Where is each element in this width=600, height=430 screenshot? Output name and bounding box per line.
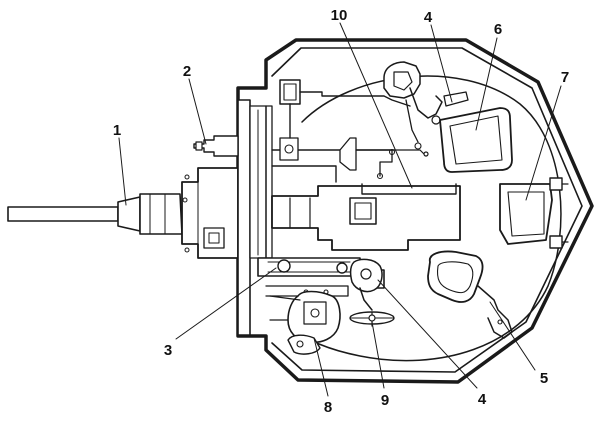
callout-5: 5 <box>540 370 548 387</box>
front-plate <box>237 99 273 336</box>
leader-7 <box>525 85 562 201</box>
loader-seat <box>499 177 569 249</box>
callout-6: 6 <box>494 21 502 38</box>
periscope-mount <box>279 79 411 139</box>
leader-9 <box>371 321 385 389</box>
callout-4-bottom: 4 <box>478 391 487 408</box>
gun-sight <box>193 135 239 157</box>
leader-4b <box>377 279 478 389</box>
callout-8: 8 <box>324 399 332 416</box>
gun-barrel <box>7 193 183 235</box>
turret-outer-wall <box>236 38 594 384</box>
callout-4-top: 4 <box>424 9 433 26</box>
leader-6 <box>475 37 498 131</box>
callout-3: 3 <box>164 342 172 359</box>
callout-labels: 1 2 3 4 4 5 6 7 8 9 10 <box>113 7 569 416</box>
leader-3 <box>175 267 277 340</box>
gun-breech <box>271 183 461 251</box>
leader-lines <box>118 22 562 397</box>
leader-8 <box>313 337 329 397</box>
turret-ring <box>289 75 562 362</box>
callout-2: 2 <box>183 63 191 80</box>
callout-7: 7 <box>561 69 569 86</box>
upper-seat-bracket <box>383 61 469 150</box>
traverse-mechanism <box>257 257 385 297</box>
gunner-seat <box>427 250 513 339</box>
traverse-handwheel <box>349 287 395 327</box>
callout-9: 9 <box>381 392 389 409</box>
callout-10: 10 <box>331 7 348 24</box>
leader-2 <box>188 78 207 145</box>
leader-4a <box>430 24 453 103</box>
gun-mantlet <box>181 167 239 259</box>
elevation-mechanism <box>271 137 429 183</box>
turret-drive <box>269 290 341 355</box>
leader-5 <box>489 301 536 371</box>
leader-10 <box>339 22 413 189</box>
leader-1 <box>118 137 127 206</box>
callout-1: 1 <box>113 122 121 139</box>
